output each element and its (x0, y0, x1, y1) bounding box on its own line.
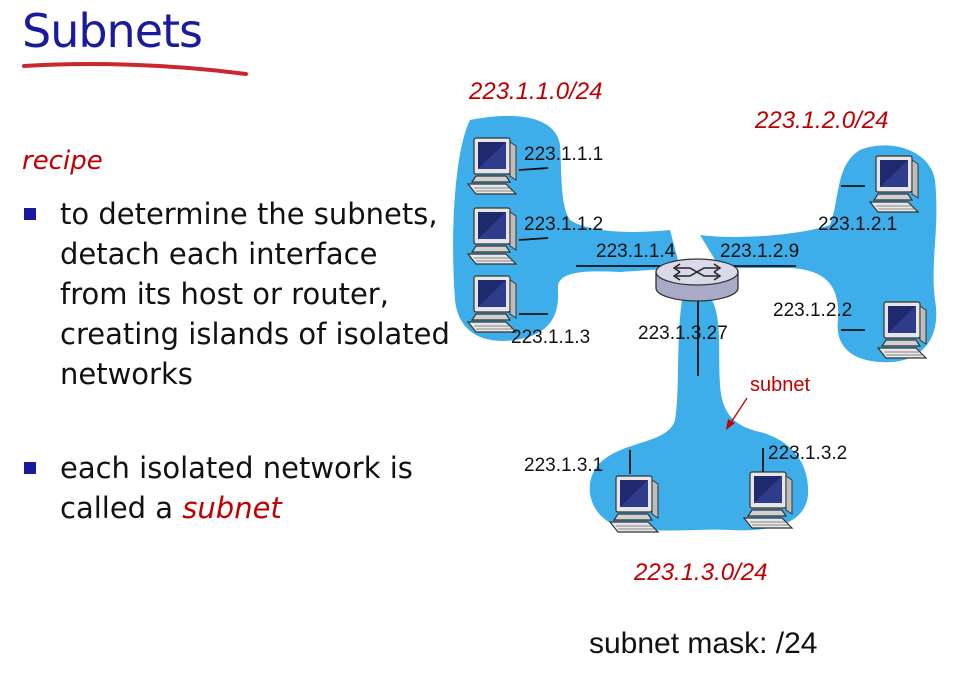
ip-label: 223.1.2.2 (773, 300, 852, 321)
callout-arrow-icon (726, 397, 748, 430)
bullet-text: each isolated network is called a subnet (60, 448, 450, 528)
router-icon (655, 258, 739, 302)
ip-label: 223.1.2.1 (818, 214, 897, 235)
network-label-1: 223.1.1.0/24 (468, 78, 602, 105)
subnet-callout: subnet (750, 374, 810, 396)
page-title: Subnets (22, 4, 203, 58)
title-underline (22, 62, 248, 76)
recipe-label: recipe (22, 146, 103, 176)
ip-label: 223.1.3.2 (768, 443, 847, 464)
ip-label: 223.1.1.4 (596, 241, 676, 262)
bullet-square-icon (24, 462, 36, 474)
ip-label: 223.1.1.1 (524, 144, 603, 165)
network-label-3: 223.1.3.0/24 (633, 559, 767, 586)
subnet-emphasis: subnet (182, 491, 282, 525)
bullet-text: to determine the subnets, detach each in… (60, 197, 450, 391)
ip-label: 223.1.3.1 (524, 455, 603, 476)
interface-links (518, 167, 865, 474)
bullet-text-prefix: each isolated network is called a (60, 451, 413, 525)
ip-label: 223.1.1.2 (524, 214, 603, 235)
ip-label: 223.1.3.27 (638, 323, 728, 344)
ip-label: 223.1.2.9 (720, 241, 799, 262)
bullet-square-icon (24, 208, 36, 220)
network-label-2: 223.1.2.0/24 (754, 107, 888, 134)
ip-label: 223.1.1.3 (511, 327, 590, 348)
subnet-mask-label: subnet mask: /24 (589, 627, 817, 660)
